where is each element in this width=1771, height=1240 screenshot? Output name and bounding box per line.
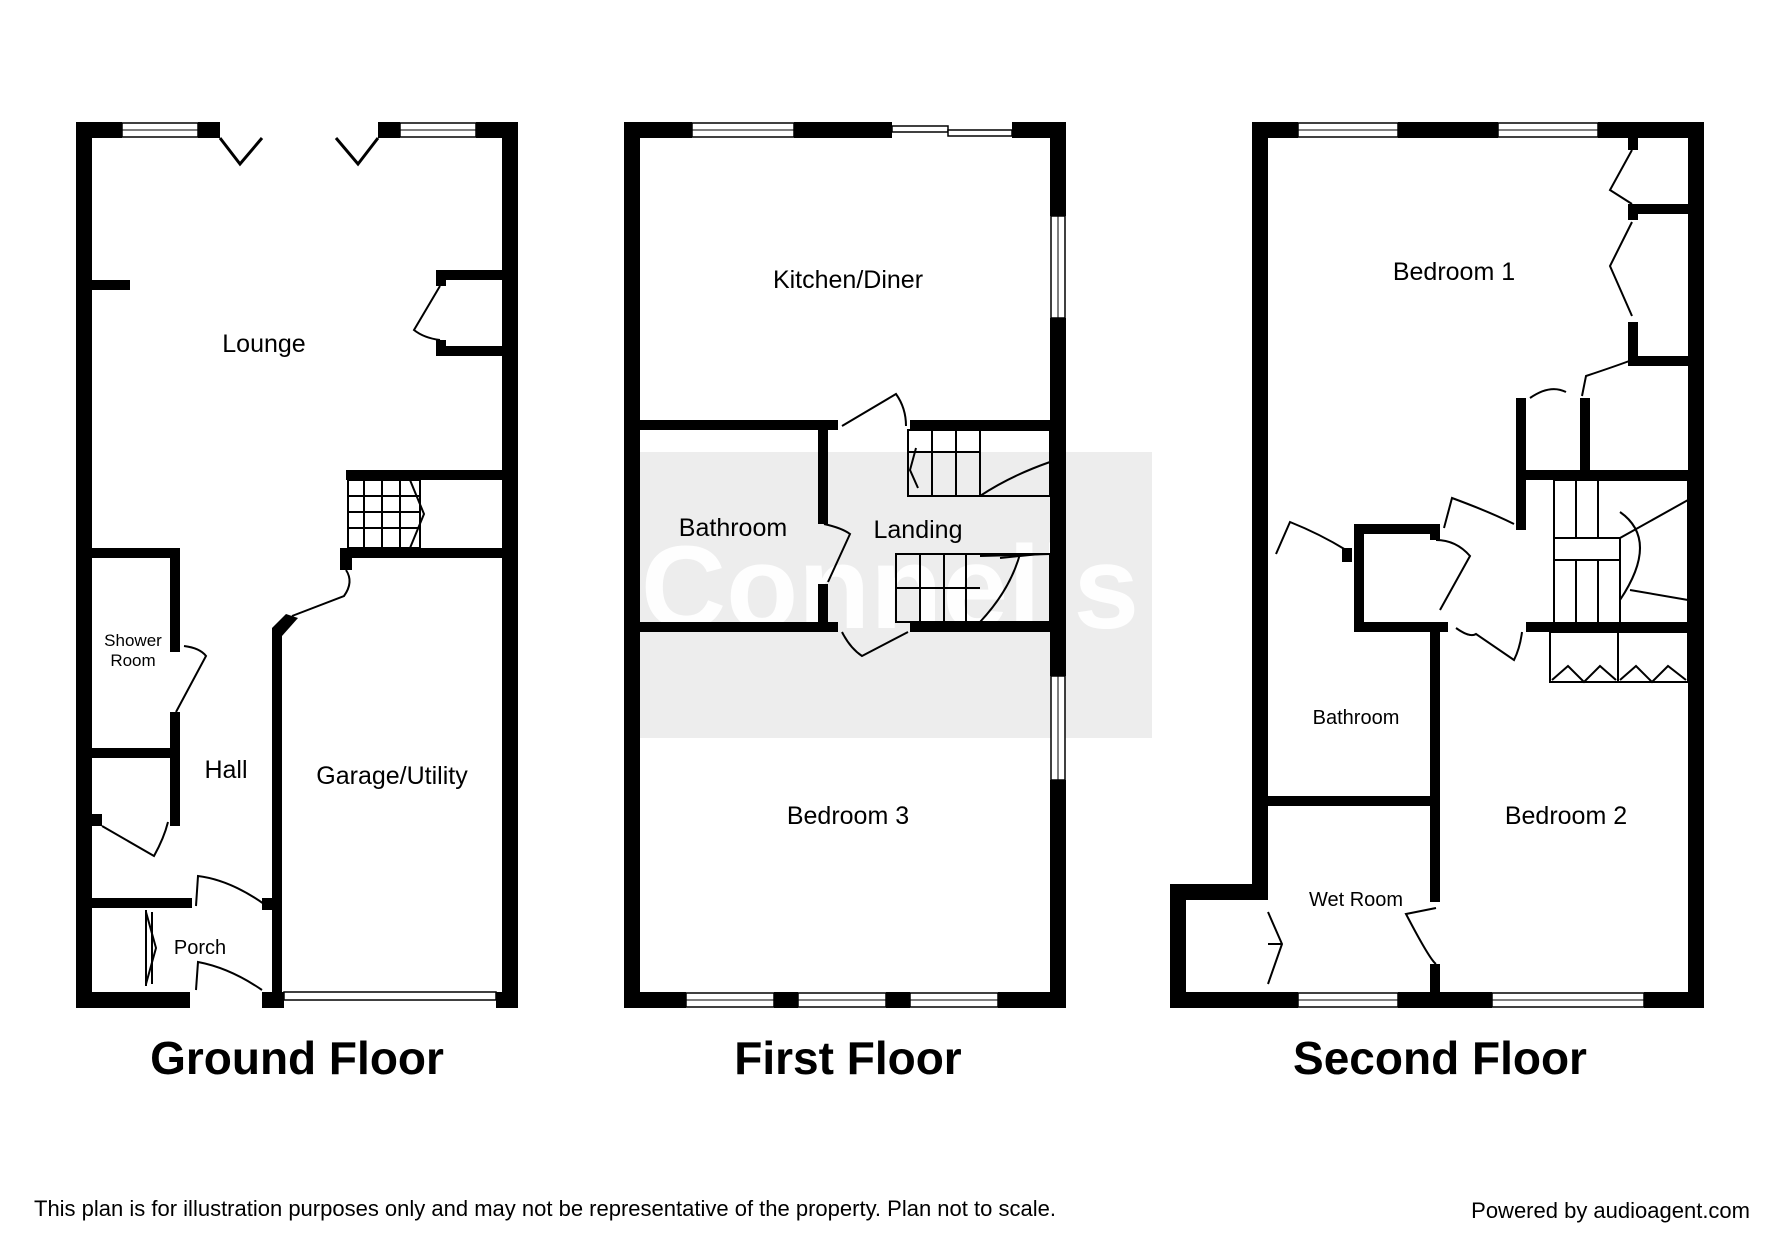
- ground-floor-plan: [76, 122, 518, 1008]
- room-label-wet-room: Wet Room: [1309, 889, 1403, 911]
- room-label-porch: Porch: [174, 937, 226, 959]
- window: [1050, 215, 1066, 319]
- window: [1497, 122, 1599, 138]
- window: [121, 122, 199, 138]
- floor-title-second: Second Floor: [1293, 1032, 1587, 1084]
- watermark: Connells: [628, 452, 1152, 738]
- window: [1297, 122, 1399, 138]
- floor-title-first: First Floor: [734, 1032, 962, 1084]
- room-label-bathroom-second: Bathroom: [1313, 707, 1400, 729]
- room-label-shower-room: Shower: [104, 631, 162, 650]
- window: [1491, 992, 1645, 1008]
- window: [909, 992, 999, 1008]
- window: [399, 122, 477, 138]
- window: [797, 992, 887, 1008]
- second-floor-plan: [1170, 122, 1704, 1008]
- patio-door: [891, 125, 1013, 137]
- first-floor-plan: [624, 122, 1066, 1008]
- disclaimer-text: This plan is for illustration purposes o…: [34, 1196, 1056, 1221]
- window: [685, 992, 775, 1008]
- room-label-bedroom-2: Bedroom 2: [1505, 802, 1627, 830]
- room-label-kitchen-diner: Kitchen/Diner: [773, 266, 923, 294]
- room-label-bedroom-1: Bedroom 1: [1393, 258, 1515, 286]
- room-label-lounge: Lounge: [222, 330, 305, 358]
- window: [1297, 992, 1399, 1008]
- window: [1050, 675, 1066, 781]
- garage-door: [283, 991, 497, 1001]
- room-label-garage: Garage/Utility: [316, 762, 468, 790]
- floor-title-ground: Ground Floor: [150, 1032, 444, 1084]
- room-label-shower-room-line2: Room: [110, 651, 155, 670]
- powered-by-text: Powered by audioagent.com: [1471, 1198, 1750, 1223]
- room-label-hall: Hall: [204, 756, 247, 784]
- room-label-bedroom-3: Bedroom 3: [787, 802, 909, 830]
- window: [691, 122, 795, 138]
- room-label-bathroom-first: Bathroom: [679, 514, 787, 542]
- room-label-landing: Landing: [874, 516, 963, 544]
